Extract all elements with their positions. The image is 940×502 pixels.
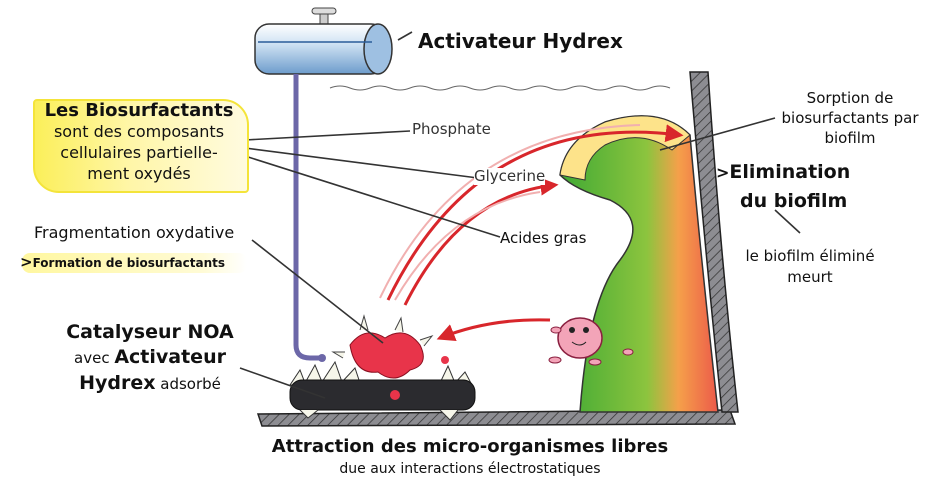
death-label: le biofilm éliminé meurt bbox=[725, 246, 895, 288]
label-acides-gras: Acides gras bbox=[500, 229, 587, 247]
sorption-line: biosurfactants par bbox=[781, 109, 919, 127]
arrow-glycerine bbox=[403, 177, 559, 306]
formation-highlight bbox=[22, 253, 247, 273]
sorption-line: biofilm bbox=[824, 129, 876, 147]
biosurfactants-line: cellulaires partielle- bbox=[60, 143, 218, 162]
arrows bbox=[386, 124, 684, 342]
hydrex-title: Activateur Hydrex bbox=[418, 29, 623, 53]
water-surface bbox=[329, 85, 671, 91]
death-line: le biofilm éliminé bbox=[745, 247, 875, 265]
sorption-line: Sorption de bbox=[806, 89, 894, 107]
formation-label: >Formation de biosurfactants bbox=[20, 253, 226, 271]
hydrex-pipe bbox=[293, 74, 320, 361]
fragmentation-label: Fragmentation oxydative bbox=[34, 223, 235, 242]
free-microorganism bbox=[548, 317, 634, 366]
arrow-attraction bbox=[436, 318, 551, 342]
tank-floor bbox=[256, 409, 737, 427]
biosurfactants-box bbox=[33, 99, 249, 193]
death-line: meurt bbox=[787, 268, 833, 286]
label-phosphate: Phosphate bbox=[412, 120, 491, 138]
catalyst-label: Catalyseur NOA avec Activateur Hydrex ad… bbox=[40, 320, 260, 397]
elimination-line1: Elimination bbox=[729, 161, 851, 183]
catalyst-suffix: adsorbé bbox=[155, 375, 221, 393]
label-glycerine: Glycerine bbox=[474, 167, 546, 186]
elimination-label: >Elimination du biofilm bbox=[716, 158, 850, 215]
biosurfactants-heading: Les Biosurfactants bbox=[44, 100, 234, 121]
catalyst-hydrex: Hydrex bbox=[79, 372, 156, 394]
fragmenting-cell bbox=[331, 314, 449, 400]
catalyst-noa bbox=[289, 360, 476, 421]
catalyst-prefix: avec bbox=[74, 349, 115, 367]
biosurfactants-line: ment oxydés bbox=[87, 164, 191, 183]
catalyst-activateur: Activateur bbox=[114, 346, 226, 368]
catalyst-line1: Catalyseur NOA bbox=[66, 321, 234, 343]
arrow-marker: > bbox=[716, 163, 730, 182]
formation-text: Formation de biosurfactants bbox=[32, 256, 226, 270]
attraction-title: Attraction des micro-organismes libres bbox=[271, 436, 669, 457]
biosurfactants-text: Les Biosurfactants sont des composants c… bbox=[33, 100, 245, 184]
arrow-phosphate bbox=[386, 124, 684, 301]
hydrex-tank bbox=[254, 7, 393, 75]
elimination-line2: du biofilm bbox=[740, 190, 848, 212]
sorption-label: Sorption de biosurfactants par biofilm bbox=[765, 88, 935, 148]
leader-lines bbox=[239, 31, 801, 399]
attraction-subtitle: due aux interactions électrostatiques bbox=[339, 461, 601, 477]
tank-wall bbox=[689, 71, 739, 413]
biosurfactants-line: sont des composants bbox=[53, 122, 225, 141]
arrow-marker: > bbox=[20, 253, 33, 271]
